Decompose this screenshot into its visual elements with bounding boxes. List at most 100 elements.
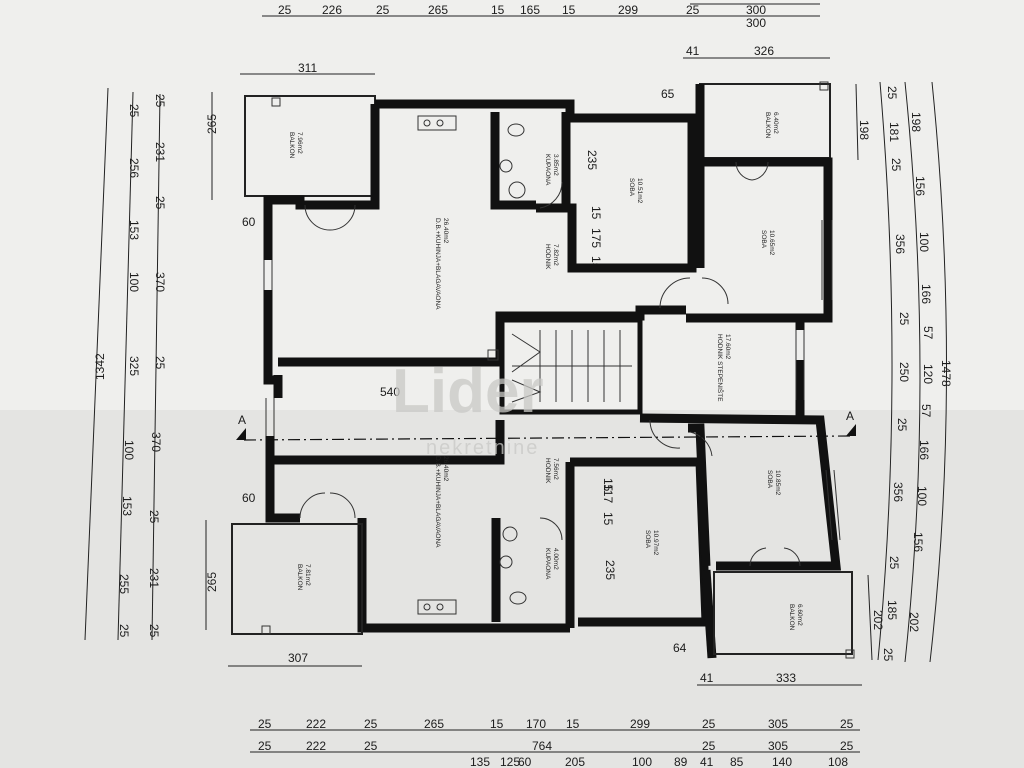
dim-right-outer: 1478 [939, 360, 953, 387]
room-kupaona-upper: KUPAONA 3.85m2 [544, 154, 559, 186]
sink-bowl-icon [423, 119, 431, 127]
washbasin-icon [499, 159, 513, 173]
dim-left-c1-8: 25 [117, 624, 131, 638]
room-area: 4.00m2 [552, 548, 559, 570]
column-marker [845, 649, 855, 659]
dim-bot3-7: 85 [730, 755, 744, 768]
dim-left-c3-0: 265 [205, 114, 219, 134]
dim-right-c2-4: 25 [897, 312, 911, 326]
column-marker [819, 81, 829, 91]
dim-left-c1-3: 100 [127, 272, 141, 292]
dim-left-c2-3: 370 [153, 272, 167, 292]
dim-bot-right-0: 41 [700, 671, 714, 685]
room-kupaona-lower: KUPAONA 4.00m2 [544, 548, 559, 580]
room-name: KUPAONA [544, 154, 551, 186]
dim-bot3-8: 140 [772, 755, 792, 768]
dim-right-c1-1: 202 [871, 610, 885, 630]
room-area: 3.85m2 [552, 154, 559, 176]
room-name: BALKON [788, 604, 795, 631]
dim-bot1-9: 305 [768, 717, 788, 731]
room-area: 6.40m2 [772, 112, 779, 134]
room-area: 7.56m2 [552, 458, 559, 480]
dim-bot2-3: 764 [532, 739, 552, 753]
column-marker [261, 625, 271, 635]
dim-bot3-9: 108 [828, 755, 848, 768]
dim-inner-5: 117 [601, 484, 615, 503]
watermark-sub: nekretnine [426, 437, 539, 459]
room-name: BALKON [764, 112, 771, 139]
dim-right-c3-10: 202 [907, 612, 921, 632]
dim-right-c2-1: 181 [887, 122, 901, 142]
dim-bot2-4: 25 [702, 739, 716, 753]
room-name: SOBA [766, 470, 773, 489]
window-lines [263, 220, 841, 541]
section-arrow-right-icon [846, 424, 856, 436]
dim-right-c3-9: 156 [911, 532, 925, 552]
kitchen-sink-lower [417, 599, 457, 615]
dim-bot1-6: 15 [566, 717, 580, 731]
dim-top-3: 265 [428, 3, 448, 17]
dim-bot3-5: 89 [674, 755, 688, 768]
dim-bot-small: 64 [673, 641, 687, 655]
washbasin-icon [499, 555, 513, 569]
dim-left-c2-1: 231 [153, 142, 167, 162]
dim-bot2-6: 25 [840, 739, 854, 753]
shower-icon [502, 526, 518, 542]
dim-inner-2: 175 [589, 228, 603, 248]
dim-right-c2-3: 356 [893, 234, 907, 254]
fixtures [261, 81, 855, 659]
room-name: HODNIK STEPENIŠTE [716, 334, 725, 402]
dim-inner-6: 15 [601, 512, 615, 526]
room-balkon-lower-left: BALKON 7.81m2 [296, 564, 311, 591]
dim-right-c2-8: 25 [887, 556, 901, 570]
dim-bot2-0: 25 [258, 739, 272, 753]
staircase [511, 330, 632, 403]
right-dimension-columns: 198 202 25 181 25 356 25 250 25 356 25 1… [585, 86, 953, 662]
dim-left-c3-1: 60 [242, 215, 256, 229]
room-name: HODNIK [544, 458, 551, 484]
dim-right-c3-5: 120 [921, 364, 935, 384]
dim-bot-right-1: 333 [776, 671, 796, 685]
doors [299, 161, 801, 567]
dim-top-right-1: 326 [754, 44, 774, 58]
section-mark-left: A [238, 413, 246, 427]
dim-right-c3-2: 100 [917, 232, 931, 252]
dim-right-c1-0: 198 [857, 120, 871, 140]
dim-left-c3-3: 60 [242, 491, 256, 505]
dim-bot2-1: 222 [306, 739, 326, 753]
watermark-brand: Lider [392, 357, 544, 426]
dim-top-4: 15 [491, 3, 505, 17]
room-area: 26.40m2 [442, 218, 449, 244]
room-living-lower: D.B.+KUHINJA+BLAGAVAONA 26.40m2 [434, 456, 449, 548]
room-area: 7.81m2 [304, 564, 311, 586]
dim-right-c2-5: 250 [897, 362, 911, 382]
room-name: BALKON [288, 132, 295, 159]
dim-bot1-3: 265 [424, 717, 444, 731]
dim-inner-7: 235 [603, 560, 617, 580]
room-area: 7.96m2 [296, 132, 303, 154]
room-balkon-lower-right: BALKON 6.60m2 [788, 604, 803, 631]
dim-right-c2-6: 25 [895, 418, 909, 432]
watermark: Lider nekretnine [392, 357, 544, 459]
dim-top-0: 25 [278, 3, 292, 17]
dim-right-c2-9: 185 [885, 600, 899, 620]
dim-right-c3-8: 100 [915, 486, 929, 506]
section-line-a: A A [236, 409, 856, 441]
dim-bot3-4: 100 [632, 755, 652, 768]
chimney-icon [487, 349, 499, 361]
room-name: SOBA [628, 178, 635, 197]
dim-bot3-2: 60 [518, 755, 532, 768]
sink-bowl-icon [423, 603, 431, 611]
dim-left-c1-5: 100 [122, 440, 136, 460]
dim-inner-4: 15 [601, 478, 615, 492]
toilet-icon [507, 123, 525, 137]
room-hodnik-lower: HODNIK 7.56m2 [544, 458, 559, 484]
dim-left-c2-5: 370 [149, 432, 163, 452]
dim-bot1-1: 222 [306, 717, 326, 731]
dim-right-c2-10: 25 [881, 648, 895, 662]
walls [231, 83, 853, 659]
dim-right-c3-4: 57 [921, 326, 935, 340]
dim-top-right-0: 41 [686, 44, 700, 58]
room-soba-lower-1: SOBA 10.97m2 [644, 530, 659, 556]
